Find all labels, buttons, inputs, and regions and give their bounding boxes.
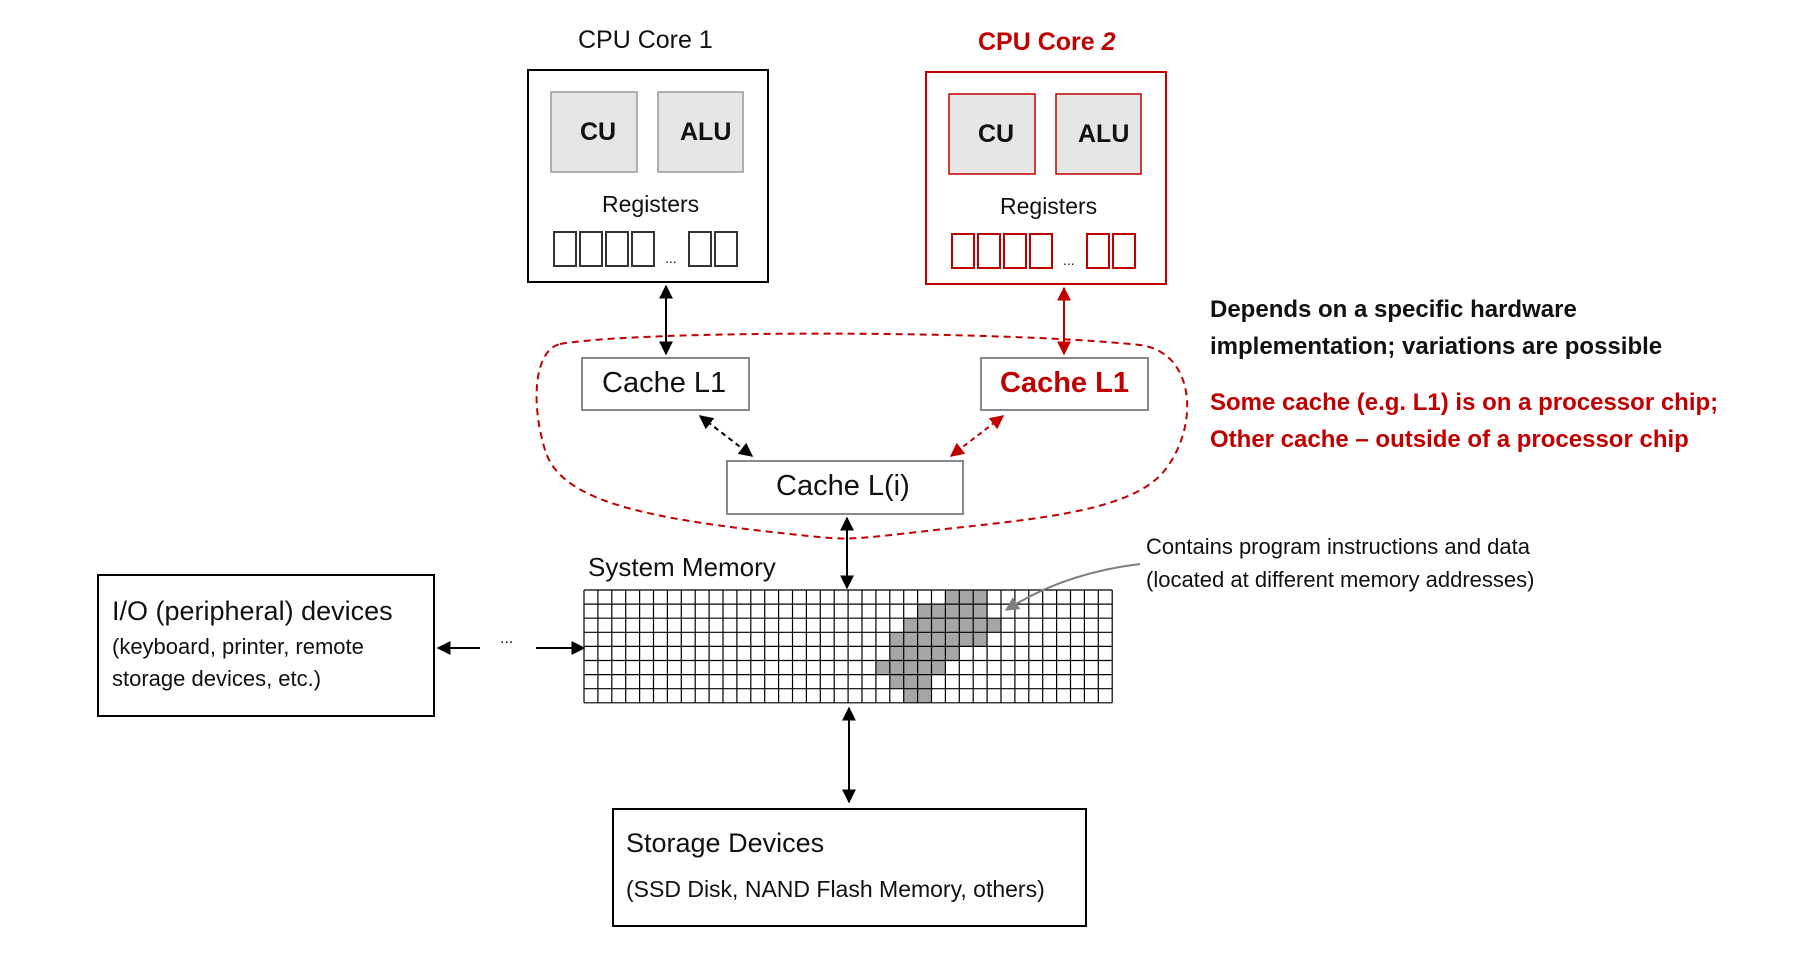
cache-li-box (726, 460, 964, 515)
core1-cu-box (550, 91, 638, 173)
cache-l1-left-to-li-arrow (698, 415, 754, 457)
core2-register-cells (951, 233, 1136, 269)
cache-l1-left-box (581, 357, 750, 411)
storage-devices-title: Storage Devices (626, 828, 825, 858)
core2-registers-label: Registers (1000, 193, 1098, 219)
io-devices-title: I/O (peripheral) devices (112, 596, 393, 626)
memory-used-cell-row (889, 674, 932, 689)
cpu-core-1-title: CPU Core 1 (578, 26, 713, 54)
cpu-core-2-title: CPU Core 2 (978, 28, 1116, 57)
storage-devices-subtitle: (SSD Disk, NAND Flash Memory, others) (626, 876, 1045, 902)
core1-registers-ellipsis: ... (665, 250, 677, 266)
core2-registers-ellipsis: ... (1063, 252, 1075, 268)
memory-used-cell-row (917, 604, 988, 619)
memory-used-cells (875, 590, 1001, 703)
cache-l1-right-box (980, 357, 1149, 411)
cache-l1-right-to-li-arrow (949, 415, 1005, 457)
cpu-core-2-title-prefix: CPU Core (978, 28, 1102, 56)
memory-used-cell-row (889, 646, 960, 661)
memory-used-cell-row (875, 660, 946, 675)
system-memory-label: System Memory (588, 552, 776, 582)
memory-used-cell-row (903, 618, 1001, 633)
cache-l1-left-label: Cache L1 (602, 367, 727, 399)
system-memory-grid (583, 589, 1113, 704)
note-hardware-line1: Depends on a specific hardware (1210, 296, 1577, 323)
io-devices-line2: (keyboard, printer, remote (112, 634, 364, 659)
core1-registers-label: Registers (602, 191, 700, 217)
storage-devices-box (612, 808, 1087, 927)
note-hardware-line2: implementation; variations are possible (1210, 333, 1663, 360)
memory-annotation-arrow (1004, 563, 1141, 611)
core2-cu-label: CU (978, 120, 1015, 148)
core1-cu-label: CU (580, 118, 617, 146)
io-devices-line3: storage devices, etc.) (112, 666, 322, 691)
note-chip-line1: Some cache (e.g. L1) is on a processor c… (1210, 389, 1719, 416)
io-devices-box (97, 574, 435, 717)
memory-used-cell-row (889, 632, 988, 647)
cpu-core-2-title-num: 2 (1101, 28, 1116, 56)
io-link-ellipsis: ... (500, 630, 514, 647)
memory-used-cell-row (945, 590, 988, 605)
cache-l1-right-label: Cache L1 (1000, 367, 1129, 399)
core2-cu-box (948, 93, 1036, 175)
core1-register-cells (553, 231, 738, 267)
memory-annotation-line2: (located at different memory addresses) (1146, 567, 1535, 592)
cache-li-label: Cache L(i) (776, 470, 910, 502)
core2-alu-label: ALU (1078, 120, 1130, 148)
note-chip-line2: Other cache – outside of a processor chi… (1210, 426, 1689, 453)
core1-alu-label: ALU (680, 118, 732, 146)
core1-alu-box (657, 91, 744, 173)
core2-alu-box (1055, 93, 1142, 175)
memory-annotation-line1: Contains program instructions and data (1146, 534, 1530, 559)
